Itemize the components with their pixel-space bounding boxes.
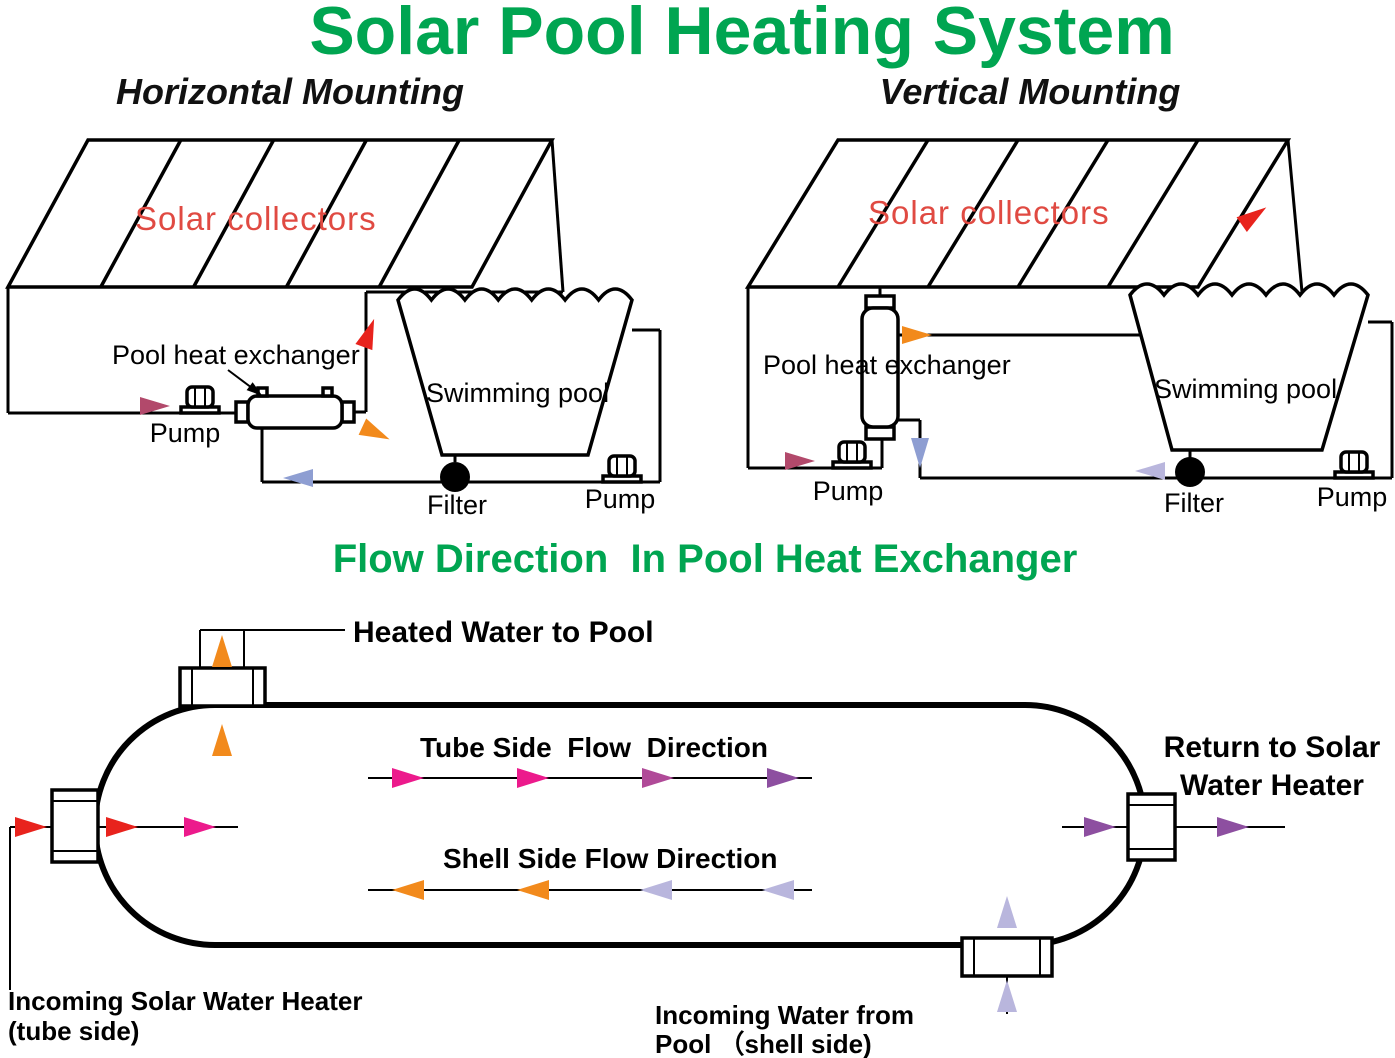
pump-icon xyxy=(601,454,643,484)
solar-collectors-label: Solar collectors xyxy=(868,194,1110,231)
pool-pump-label: Pump xyxy=(585,484,656,514)
filter-icon xyxy=(440,462,470,492)
incoming-solar-label-line2: (tube side) xyxy=(8,1016,139,1046)
incoming-solar-label-line1: Incoming Solar Water Heater xyxy=(8,986,362,1016)
return-label-line2: Water Heater xyxy=(1180,769,1364,802)
page-title: Solar Pool Heating System xyxy=(309,0,1174,69)
left-inlet-port xyxy=(50,788,100,864)
solar-collector-panel xyxy=(744,138,1292,289)
exchanger-label: Pool heat exchanger xyxy=(112,340,360,370)
incoming-pool-label-line1: Incoming Water from xyxy=(655,1000,914,1030)
flow-arrows xyxy=(785,207,1267,480)
return-label-line1: Return to Solar xyxy=(1164,731,1381,764)
pool-pump-label: Pump xyxy=(1317,482,1388,512)
incoming-pool-label-line2: Pool （shell side) xyxy=(655,1029,872,1058)
pump-label: Pump xyxy=(813,476,884,506)
shell-side-label: Shell Side Flow Direction xyxy=(443,843,778,874)
heat-exchanger-icon xyxy=(234,386,356,430)
pump-label: Pump xyxy=(150,418,221,448)
horizontal-mounting-diagram: Horizontal Mounting Solar collectors xyxy=(5,71,662,520)
vertical-mounting-diagram: Vertical Mounting Solar collectors xyxy=(744,71,1394,518)
flow-section-heading: Flow Direction In Pool Heat Exchanger xyxy=(333,537,1078,581)
flow-arrows xyxy=(140,318,390,487)
solar-collectors-label: Solar collectors xyxy=(135,200,377,237)
heat-exchanger-icon xyxy=(860,294,900,441)
swimming-pool xyxy=(396,287,634,457)
pool-label: Swimming pool xyxy=(426,378,609,408)
filter-label: Filter xyxy=(427,490,487,520)
exchanger-label-leader xyxy=(227,369,263,396)
filter-label: Filter xyxy=(1164,488,1224,518)
pump-icon xyxy=(1333,450,1375,480)
pump-icon xyxy=(831,440,873,470)
top-outlet-port xyxy=(178,629,345,708)
pipes xyxy=(746,139,1394,480)
solar-collector-panel xyxy=(5,138,555,289)
tube-side-label: Tube Side Flow Direction xyxy=(420,732,768,763)
right-outlet-port xyxy=(1126,792,1177,862)
heated-water-label: Heated Water to Pool xyxy=(353,616,654,649)
exchanger-label: Pool heat exchanger xyxy=(763,350,1011,380)
pump-icon xyxy=(179,385,221,415)
flow-direction-diagram: Flow Direction In Pool Heat Exchanger xyxy=(8,537,1381,1058)
flow-arrows xyxy=(15,635,1249,1012)
pool-label: Swimming pool xyxy=(1154,374,1337,404)
swimming-pool xyxy=(1128,282,1370,452)
horizontal-mounting-heading: Horizontal Mounting xyxy=(116,71,464,112)
vertical-mounting-heading: Vertical Mounting xyxy=(880,71,1181,112)
bottom-inlet-port xyxy=(960,936,1054,978)
filter-icon xyxy=(1175,457,1205,487)
